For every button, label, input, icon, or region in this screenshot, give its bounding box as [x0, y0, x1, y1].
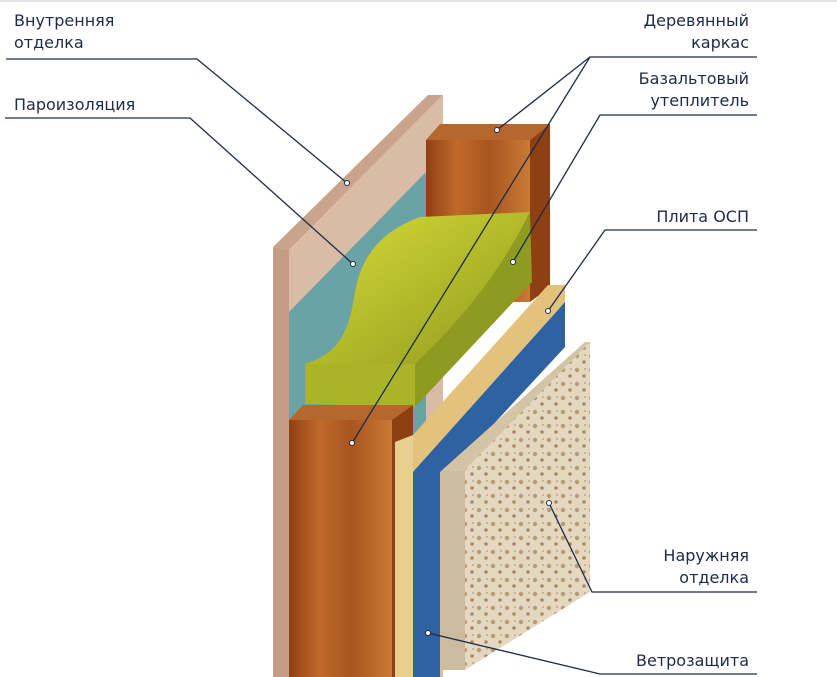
- label-line: Внутренняя: [14, 11, 115, 30]
- label-osb-board: Плита ОСП: [656, 207, 749, 226]
- outer-finish-layer: [440, 342, 590, 670]
- label-inner-finish: Внутренняя отделка: [14, 10, 114, 54]
- label-line: утеплитель: [650, 91, 749, 110]
- leader-lines: [5, 56, 757, 675]
- wind-barrier-layer: [413, 302, 565, 677]
- label-line: каркас: [691, 33, 749, 52]
- label-line: Наружняя: [663, 546, 749, 565]
- label-line: Деревянный: [643, 11, 749, 30]
- label-vapor-barrier: Пароизоляция: [14, 95, 136, 114]
- label-line: отделка: [14, 33, 84, 52]
- label-basalt-insulation: Базальтовый утеплитель: [639, 68, 749, 112]
- label-line: Базальтовый: [638, 69, 749, 88]
- osb-layer: [395, 285, 565, 677]
- label-line: отделка: [679, 568, 749, 587]
- basalt-insulation-layer: [305, 212, 532, 407]
- leader-dots: [344, 127, 552, 636]
- label-outer-finish: Наружняя отделка: [663, 545, 749, 589]
- label-wind-barrier: Ветрозащита: [636, 651, 749, 670]
- label-wood-frame: Деревянный каркас: [644, 10, 749, 54]
